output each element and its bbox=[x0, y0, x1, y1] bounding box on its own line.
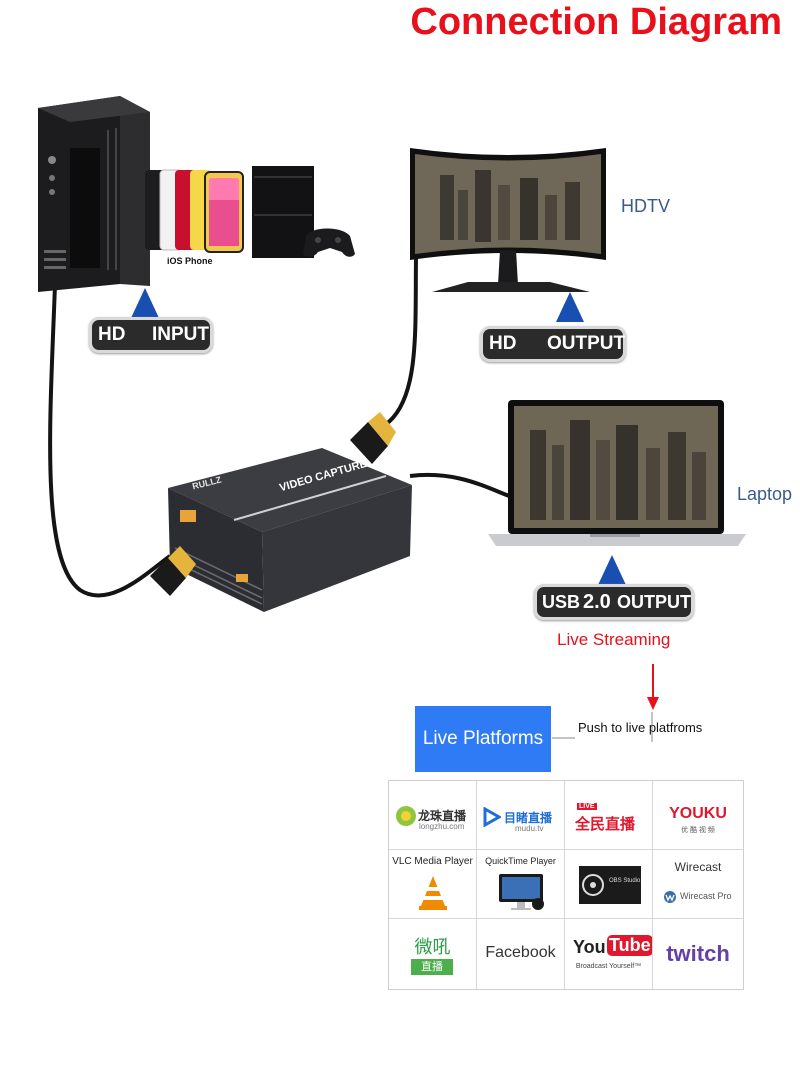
platform-vlc: VLC Media Player bbox=[389, 850, 477, 919]
wirecast-pro-label: Wirecast Pro bbox=[680, 891, 732, 901]
blue-arrow-up-icon bbox=[131, 288, 159, 318]
hdtv-monitor-icon bbox=[410, 148, 606, 292]
quanmin-tag: LIVE bbox=[577, 803, 597, 810]
vlc-cone-icon bbox=[419, 876, 447, 910]
usb-output-badge: USB 2.0 OUTPUT bbox=[534, 584, 694, 620]
video-capture-device-icon bbox=[168, 448, 412, 612]
mudu-icon bbox=[483, 807, 501, 827]
usb-cable bbox=[409, 472, 521, 502]
mudu-cn: 目睹直播 bbox=[504, 811, 553, 825]
weibo-cn: 微吼 bbox=[414, 937, 451, 957]
youku-sub: 优 酷 视 频 bbox=[681, 827, 715, 834]
platform-longzhu: 龙珠直播 longzhu.com bbox=[389, 781, 477, 850]
vlc-label: VLC Media Player bbox=[392, 856, 473, 867]
youtube-tube: Tube bbox=[607, 935, 652, 956]
mudu-en: mudu.tv bbox=[515, 824, 544, 833]
platform-youtube: You Tube Broadcast Yourself™ bbox=[565, 919, 653, 989]
hd-input-badge: HD INPUT bbox=[89, 317, 213, 353]
badge-right-text: OUTPUT bbox=[617, 592, 691, 612]
blue-arrow-up-icon bbox=[556, 292, 584, 322]
wirecast-icon bbox=[664, 891, 676, 903]
youtube-you: You bbox=[573, 937, 606, 957]
hdtv-label: HDTV bbox=[621, 196, 670, 216]
youtube-sub: Broadcast Yourself™ bbox=[575, 963, 642, 970]
laptop-icon bbox=[488, 400, 746, 546]
platform-youku: YOUKU 优 酷 视 频 bbox=[653, 781, 743, 850]
iphones-icon bbox=[145, 169, 244, 253]
facebook-label: Facebook bbox=[485, 944, 556, 961]
hdmi-cable-output bbox=[383, 257, 418, 427]
live-streaming-label: Live Streaming bbox=[557, 630, 671, 649]
platform-grid: 龙珠直播 longzhu.com 目睹直播 mudu.tv LIVE 全民直播 … bbox=[388, 780, 744, 990]
longzhu-en: longzhu.com bbox=[419, 822, 465, 831]
obs-label: OBS Studio bbox=[609, 878, 641, 884]
wirecast-label: Wirecast bbox=[674, 860, 722, 874]
quicktime-label: QuickTime Player bbox=[485, 856, 556, 866]
badge-left-text: HD bbox=[489, 333, 517, 354]
weibo-sub: 直播 bbox=[411, 959, 453, 975]
platform-weibo: 微吼 直播 bbox=[389, 919, 477, 989]
hdmi-cable-input bbox=[48, 284, 172, 598]
badge-right-text: INPUT bbox=[152, 324, 209, 345]
ios-phone-label: iOS Phone bbox=[167, 256, 213, 266]
platform-facebook: Facebook bbox=[477, 919, 565, 989]
longzhu-icon bbox=[396, 806, 416, 826]
longzhu-cn: 龙珠直播 bbox=[418, 809, 467, 823]
laptop-label: Laptop bbox=[737, 484, 793, 504]
badge-right-text: OUTPUT bbox=[547, 333, 626, 354]
platform-twitch: twitch bbox=[653, 919, 743, 989]
badge-left-text: USB bbox=[542, 592, 581, 612]
live-platforms-box: Live Platforms bbox=[415, 706, 551, 772]
diagram-title: Connection Diagram bbox=[410, 1, 782, 43]
quanmin-cn: 全民直播 bbox=[575, 816, 636, 833]
hdmi-plug-icon bbox=[150, 546, 196, 596]
platform-obs: OBS Studio bbox=[565, 850, 653, 919]
platform-quanmin: LIVE 全民直播 bbox=[565, 781, 653, 850]
platform-quicktime: QuickTime Player bbox=[477, 850, 565, 919]
youku-name: YOUKU bbox=[669, 805, 727, 822]
pc-tower-icon bbox=[38, 96, 150, 292]
hdmi-plug-icon bbox=[350, 412, 396, 464]
badge-mid-text: 2.0 bbox=[583, 591, 611, 613]
red-arrow-down-icon bbox=[647, 664, 659, 710]
obs-icon bbox=[579, 866, 641, 904]
platform-wirecast: Wirecast Wirecast Pro bbox=[653, 850, 743, 919]
twitch-label: twitch bbox=[666, 941, 730, 966]
platform-mudu: 目睹直播 mudu.tv bbox=[477, 781, 565, 850]
hd-output-badge: HD OUTPUT bbox=[480, 326, 626, 362]
quicktime-imac-icon bbox=[499, 874, 544, 910]
badge-left-text: HD bbox=[98, 324, 126, 345]
game-console-icon bbox=[252, 166, 355, 258]
blue-arrow-up-icon bbox=[598, 555, 626, 585]
push-text: Push to live platfroms bbox=[578, 720, 703, 735]
